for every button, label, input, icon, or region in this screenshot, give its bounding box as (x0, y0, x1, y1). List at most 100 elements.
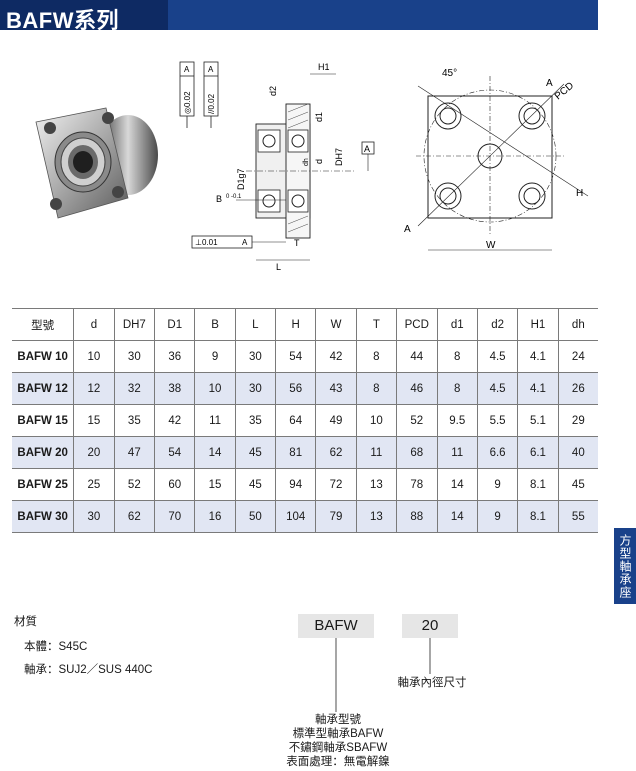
col-header-d1s: d1 (436, 308, 478, 341)
table-cell: 52 (395, 404, 438, 437)
dim-dh: dh (303, 158, 310, 166)
table-cell: 70 (154, 500, 196, 533)
table-cell: 40 (557, 436, 598, 469)
col-header-pcd: PCD (395, 308, 438, 341)
table-cell: 79 (315, 500, 357, 533)
dim-h1: H1 (318, 62, 330, 72)
table-cell: 35 (113, 404, 156, 437)
table-cell: 35 (234, 404, 276, 437)
table-cell: 16 (194, 500, 236, 533)
table-cell: 8 (355, 340, 397, 373)
table-cell: 6.1 (517, 436, 559, 469)
table-cell: 24 (557, 340, 598, 373)
title-box: BAFW系列 (0, 0, 168, 33)
order-code-model: BAFW (298, 614, 374, 638)
tol-perp: ⊥0.01 (195, 238, 218, 247)
table-cell: 36 (154, 340, 196, 373)
label-a-top: A (546, 78, 553, 89)
datum-a-label-2: A (208, 65, 214, 74)
col-header-h: H (274, 308, 317, 341)
table-cell: 49 (315, 404, 357, 437)
col-header-d: d (73, 308, 115, 341)
table-cell: 56 (274, 372, 317, 405)
table-cell: 88 (395, 500, 438, 533)
order-code-size: 20 (402, 614, 458, 638)
table-cell: 38 (154, 372, 196, 405)
materials-bearing: 軸承：SUJ2／SUS 440C (24, 664, 153, 676)
col-header-dh7: DH7 (113, 308, 156, 341)
table-cell: 50 (234, 500, 276, 533)
table-cell: 12 (73, 372, 115, 405)
label-a-bottom: A (404, 224, 411, 235)
table-cell: 10 (73, 340, 115, 373)
table-cell: 9 (194, 340, 236, 373)
table-cell: 43 (315, 372, 357, 405)
dim-pcd: PCD (553, 80, 576, 102)
dim-dh7: DH7 (334, 148, 344, 166)
size-note: 軸承內徑尺寸 (397, 677, 467, 689)
col-header-t: T (355, 308, 397, 341)
tol-concentric: ◎0.02 (183, 91, 192, 114)
tol-perp-datum: A (242, 238, 248, 247)
table-cell: 32 (113, 372, 156, 405)
col-header-w: W (315, 308, 357, 341)
table-cell: 29 (557, 404, 598, 437)
col-header-d2: d2 (476, 308, 519, 341)
table-cell: 5.1 (517, 404, 559, 437)
table-cell: 13 (355, 468, 397, 501)
table-cell: 10 (355, 404, 397, 437)
front-view-drawing: 45° PCD A A H W (404, 68, 589, 251)
table-cell: 94 (274, 468, 317, 501)
side-tab: 方型軸承座 (614, 528, 636, 604)
dim-l: L (276, 262, 281, 272)
table-cell: 11 (436, 436, 478, 469)
table-cell: 60 (154, 468, 196, 501)
table-cell: 68 (395, 436, 438, 469)
table-cell: 64 (274, 404, 317, 437)
table-cell: 8 (355, 372, 397, 405)
table-cell: 5.5 (476, 404, 519, 437)
table-cell: 15 (73, 404, 115, 437)
table-cell: 42 (154, 404, 196, 437)
col-header-h1: H1 (517, 308, 559, 341)
table-cell: 4.5 (476, 340, 519, 373)
table-cell: 9 (476, 500, 519, 533)
table-cell: 46 (395, 372, 438, 405)
table-cell: 26 (557, 372, 598, 405)
dim-b: B (216, 194, 222, 204)
table-cell: 8 (436, 372, 478, 405)
table-cell: 45 (234, 468, 276, 501)
table-cell: 62 (113, 500, 156, 533)
table-cell-model: BAFW 15 (12, 404, 75, 437)
table-cell: 52 (113, 468, 156, 501)
table-cell: 15 (194, 468, 236, 501)
table-cell: 9 (476, 468, 519, 501)
datum-a-box: A (364, 144, 370, 154)
table-cell: 14 (436, 500, 478, 533)
table-cell: 4.1 (517, 340, 559, 373)
dim-b-tol: 0 -0.1 (226, 194, 242, 200)
table-cell: 14 (194, 436, 236, 469)
order-code-leaders (335, 638, 431, 712)
dim-d1: d1 (314, 112, 324, 122)
model-note-line-1: 軸承型號 (315, 714, 361, 726)
table-cell: 4.5 (476, 372, 519, 405)
table-cell: 54 (154, 436, 196, 469)
table-cell: 72 (315, 468, 357, 501)
table-cell: 8.1 (517, 468, 559, 501)
dim-w: W (486, 240, 496, 251)
table-cell: 13 (355, 500, 397, 533)
table-cell: 11 (194, 404, 236, 437)
table-cell: 20 (73, 436, 115, 469)
spec-table: 型號 d DH7 D1 B L H W T PCD d1 d2 H1 dh BA… (12, 308, 598, 533)
section-drawing: A ◎0.02 A //0.02 H1 d2 d1 D1g7 dh d DH7 … (179, 61, 375, 272)
table-cell: 8.1 (517, 500, 559, 533)
table-cell: 42 (315, 340, 357, 373)
table-cell: 78 (395, 468, 438, 501)
